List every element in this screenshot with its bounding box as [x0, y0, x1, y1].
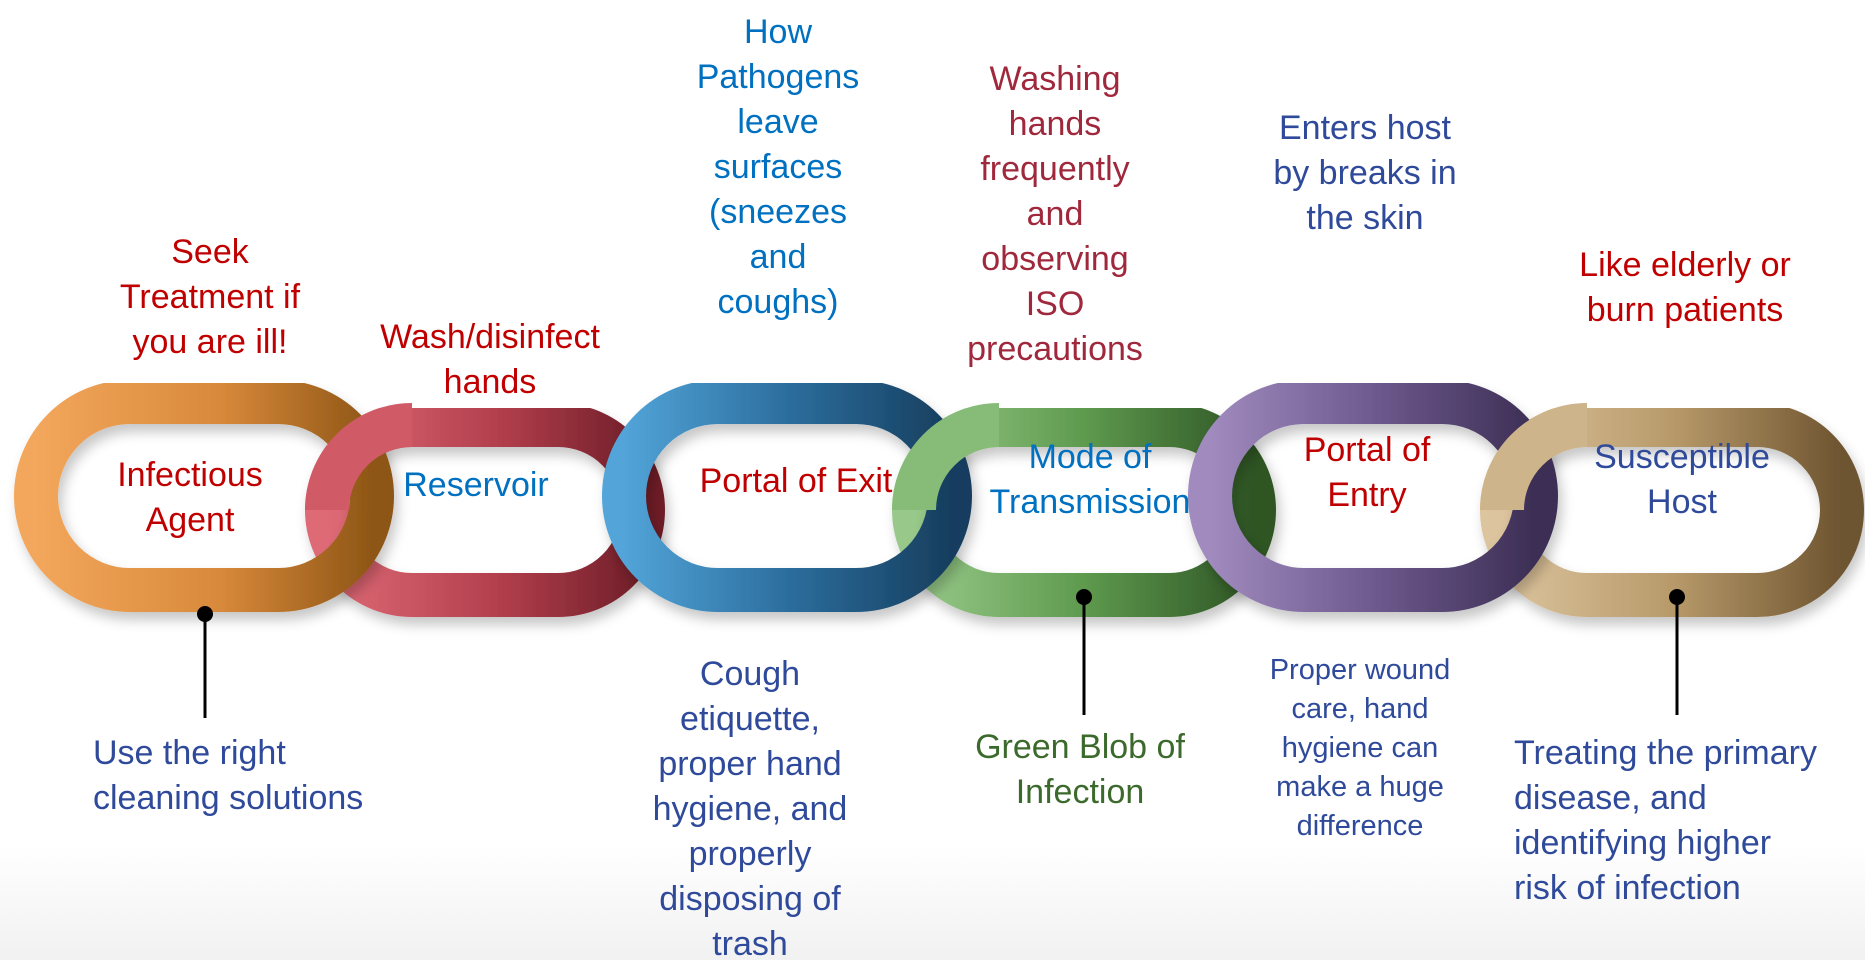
- link-portal-of-entry: [1188, 380, 1558, 612]
- link-host-overlap: [1480, 403, 1588, 511]
- note-green-blob: Green Blob of Infection: [975, 728, 1185, 811]
- link-reservoir-overlap: [305, 403, 413, 511]
- link-infectious-agent: [14, 380, 394, 612]
- note-wash-disinfect: Wash/disinfect hands: [380, 318, 600, 401]
- note-seek-treatment: Seek Treatment if you are ill!: [119, 233, 301, 361]
- label-infectious-agent: Infectious Agent: [117, 456, 263, 539]
- note-enters-host: Enters host by breaks in the skin: [1273, 109, 1457, 237]
- pointer-dot-host: [1669, 589, 1685, 605]
- note-wound-care: Proper wound care, hand hygiene can make…: [1269, 654, 1451, 842]
- label-reservoir: Reservoir: [403, 466, 549, 504]
- label-portal-of-exit: Portal of Exit: [699, 462, 893, 500]
- note-how-pathogens-leave: How Pathogens leave surfaces (sneezes an…: [696, 13, 860, 321]
- note-washing-hands: Washing hands frequently and observing I…: [967, 60, 1143, 368]
- note-cough-etiquette: Cough etiquette, proper hand hygiene, an…: [652, 655, 848, 963]
- note-treating-primary: Treating the primary disease, and identi…: [1514, 734, 1817, 907]
- pointer-dot-agent: [197, 606, 213, 622]
- label-mode-of-transmission: Mode of Transmission: [989, 438, 1191, 521]
- link-portal-of-exit: [602, 380, 972, 612]
- label-portal-of-entry: Portal of Entry: [1303, 431, 1431, 514]
- note-cleaning-solutions: Use the right cleaning solutions: [93, 734, 364, 817]
- label-susceptible-host: Susceptible Host: [1594, 438, 1770, 521]
- link-mode-overlap: [892, 403, 1000, 511]
- note-elderly-burn: Like elderly or burn patients: [1579, 246, 1791, 329]
- pointer-dot-transmission: [1076, 589, 1092, 605]
